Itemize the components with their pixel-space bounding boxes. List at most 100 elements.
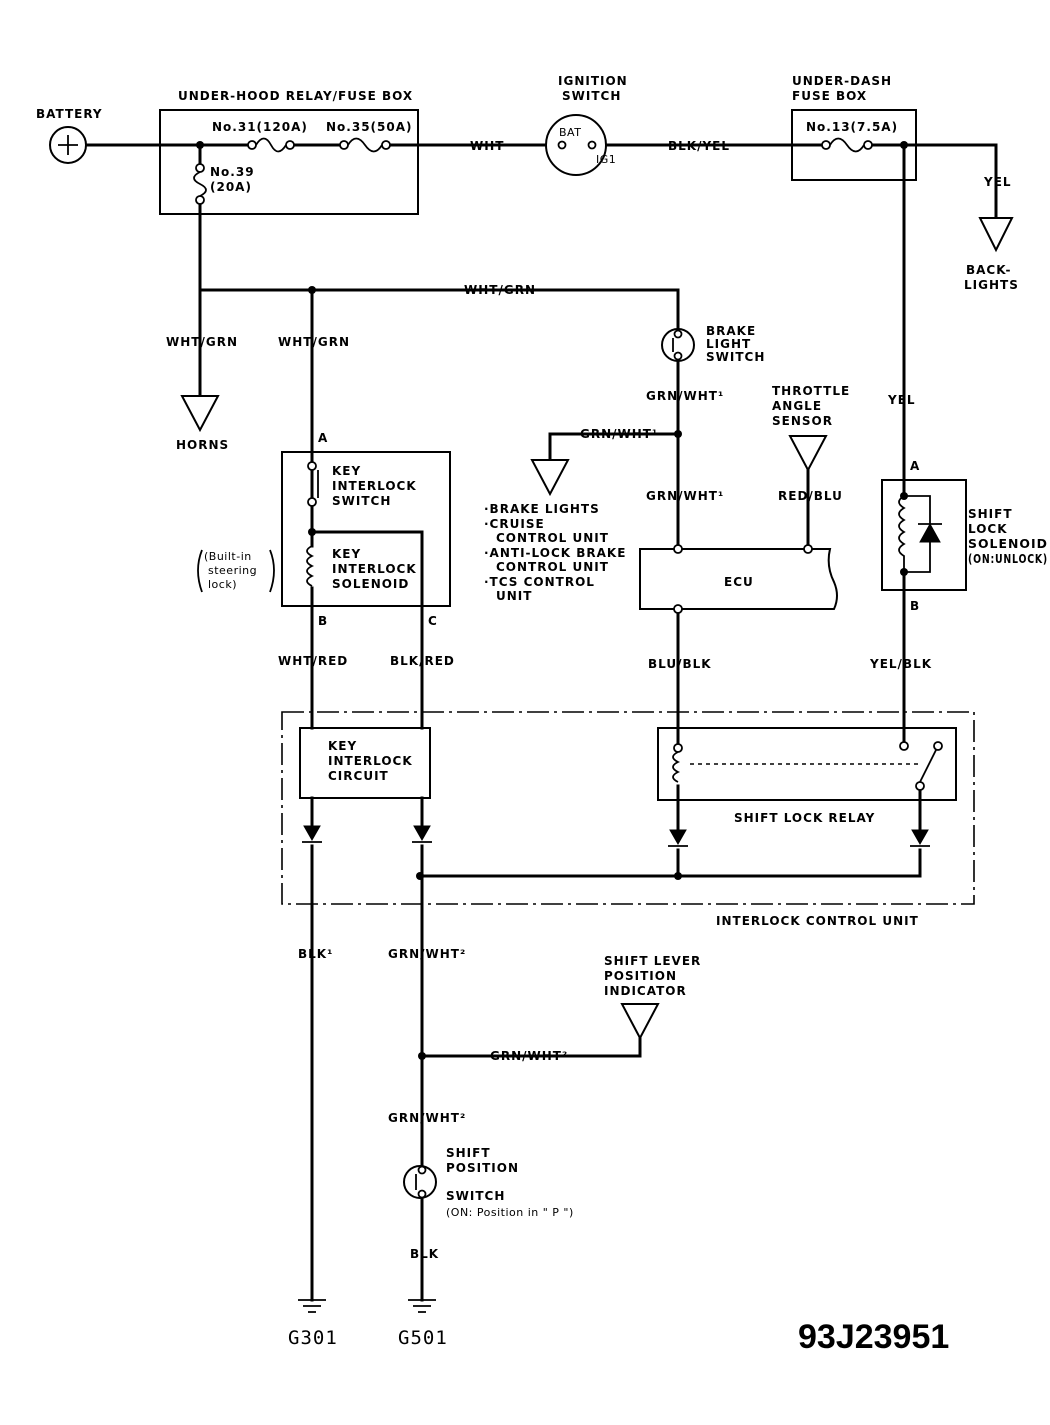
wire-whtgrn-top-label: WHT/GRN: [464, 283, 536, 297]
diode-icon: [668, 829, 688, 847]
wire-grnwht1-label: GRN/WHT¹: [646, 389, 724, 403]
sls-label-2: LOCK: [968, 522, 1008, 536]
kic-label-2: INTERLOCK: [328, 754, 413, 768]
connector-a-label: A: [318, 431, 328, 445]
brake-lights-load-icon: [530, 459, 570, 497]
wire-grnwht1-branch-label: GRN/WHT¹: [580, 427, 658, 441]
fuse39-label: No.39: [210, 165, 255, 179]
interlock-control-unit-box: [281, 711, 975, 905]
wire-key-c: [310, 530, 424, 730]
tas-label-2: ANGLE: [772, 399, 822, 413]
wire-whtgrn-left-label: WHT/GRN: [166, 335, 238, 349]
wire-brake-branch: [548, 432, 680, 462]
brake-light-switch-icon: [661, 328, 695, 362]
load-list-item-3b: CONTROL UNIT: [496, 560, 609, 574]
underhood-fuse-box: [159, 109, 419, 215]
wire-blk-bottom-label: BLK: [410, 1247, 439, 1261]
underdash-fuse-box: [791, 109, 917, 181]
wire-wht-label: WHT: [470, 139, 504, 153]
brake-switch-label-2: LIGHT: [706, 337, 751, 351]
wire-blublk-label: BLU/BLK: [648, 657, 712, 671]
ecu-pin: [673, 544, 683, 554]
ecu-box: [639, 548, 838, 610]
wire-grnwht1-lower-label: GRN/WHT¹: [646, 489, 724, 503]
battery-label: BATTERY: [36, 107, 103, 121]
component-boxes: [159, 109, 975, 905]
key-solenoid-label-3: SOLENOID: [332, 577, 409, 591]
ecu-pin: [803, 544, 813, 554]
wire-whtgrn-mid-label: WHT/GRN: [278, 335, 350, 349]
wire-yel-mid-label: YEL: [887, 393, 916, 407]
load-list-item-2b: CONTROL UNIT: [496, 531, 609, 545]
brake-switch-label: BRAKE: [706, 324, 756, 338]
key-interlock-circuit-box: [299, 727, 431, 799]
key-interlock-solenoid-coil-icon: [306, 545, 315, 587]
connector-b2-label: B: [910, 599, 920, 613]
wire-whtgrn-bus: [198, 288, 680, 332]
slpi-label-3: INDICATOR: [604, 984, 687, 998]
key-switch-label-3: SWITCH: [332, 494, 391, 508]
backlights-label: BACK-: [966, 263, 1011, 277]
sls-label-4: (ON:UNLOCK): [968, 552, 1048, 566]
indicator-load-icon: [620, 1003, 660, 1041]
splice-dot: [674, 430, 682, 438]
ignition-label: IGNITION: [558, 74, 628, 88]
load-list-item-4b: UNIT: [496, 589, 532, 603]
underdash-label-2: FUSE BOX: [792, 89, 867, 103]
connector-c-label: C: [428, 614, 438, 628]
key-switch-label-2: INTERLOCK: [332, 479, 417, 493]
builtin-brackets: [197, 549, 275, 593]
tas-load-icon: [788, 435, 828, 473]
ignition-switch-icon: [545, 114, 607, 176]
symbols: [49, 114, 1014, 1313]
shift-lock-solenoid-box: [881, 479, 967, 591]
wires: [84, 143, 998, 1302]
fuse31-label: No.31(120A): [212, 120, 308, 134]
sps-label-4: (ON: Position in " P "): [446, 1206, 574, 1219]
interlock-control-unit-label: INTERLOCK CONTROL UNIT: [716, 914, 919, 928]
key-solenoid-label: KEY: [332, 547, 361, 561]
load-list-item-3: ·ANTI-LOCK BRAKE: [484, 546, 626, 560]
wire-blk1-label: BLK¹: [298, 947, 333, 961]
fuse-13-icon: [821, 137, 873, 153]
labels: BATTERY UNDER-HOOD RELAY/FUSE BOX No.31(…: [36, 74, 1048, 1356]
wire-grnwht2-branch-label: GRN/WHT²: [490, 1049, 568, 1063]
diode-icon: [412, 825, 432, 843]
wire-indicator: [420, 1036, 642, 1058]
ground-g301-label: G301: [288, 1327, 338, 1349]
key-interlock-box: [281, 451, 451, 607]
ground-g501-icon: [408, 1288, 436, 1313]
sls-label: SHIFT: [968, 507, 1013, 521]
bat-terminal-label: BAT: [559, 126, 581, 139]
horns-load-icon: [180, 395, 220, 433]
sps-label-3: SWITCH: [446, 1189, 505, 1203]
sls-label-3: SOLENOID: [968, 537, 1048, 551]
connector-b-label: B: [318, 614, 328, 628]
ecu-label: ECU: [724, 575, 754, 589]
slpi-label-2: POSITION: [604, 969, 677, 983]
wire-relay-sw-bottom: [418, 790, 922, 878]
kic-label: KEY: [328, 739, 357, 753]
wire-grnwht2-label: GRN/WHT²: [388, 947, 466, 961]
splice-dot: [418, 1052, 426, 1060]
wire-yelblk-label: YEL/BLK: [869, 657, 932, 671]
shift-lock-relay-box: [657, 727, 957, 801]
load-list-item-4: ·TCS CONTROL: [484, 575, 595, 589]
sps-label: SHIFT: [446, 1146, 491, 1160]
fuse39-rating: (20A): [210, 180, 252, 194]
fuse-39-icon: [193, 163, 207, 205]
tas-label: THROTTLE: [772, 384, 850, 398]
wire-yel-top-label: YEL: [983, 175, 1012, 189]
splice-dot: [416, 872, 424, 880]
wire-redblu-label: RED/BLU: [778, 489, 843, 503]
brake-switch-label-3: SWITCH: [706, 350, 765, 364]
builtin-label: (Built-in: [204, 550, 252, 563]
sps-label-2: POSITION: [446, 1161, 519, 1175]
underhood-box-label: UNDER-HOOD RELAY/FUSE BOX: [178, 89, 413, 103]
horns-label: HORNS: [176, 438, 229, 452]
splice-dot: [308, 286, 316, 294]
shift-lock-relay-icon: [672, 741, 943, 791]
figure-id: 93J23951: [798, 1318, 949, 1356]
diode-icon: [302, 825, 322, 843]
splice-dot: [674, 872, 682, 880]
